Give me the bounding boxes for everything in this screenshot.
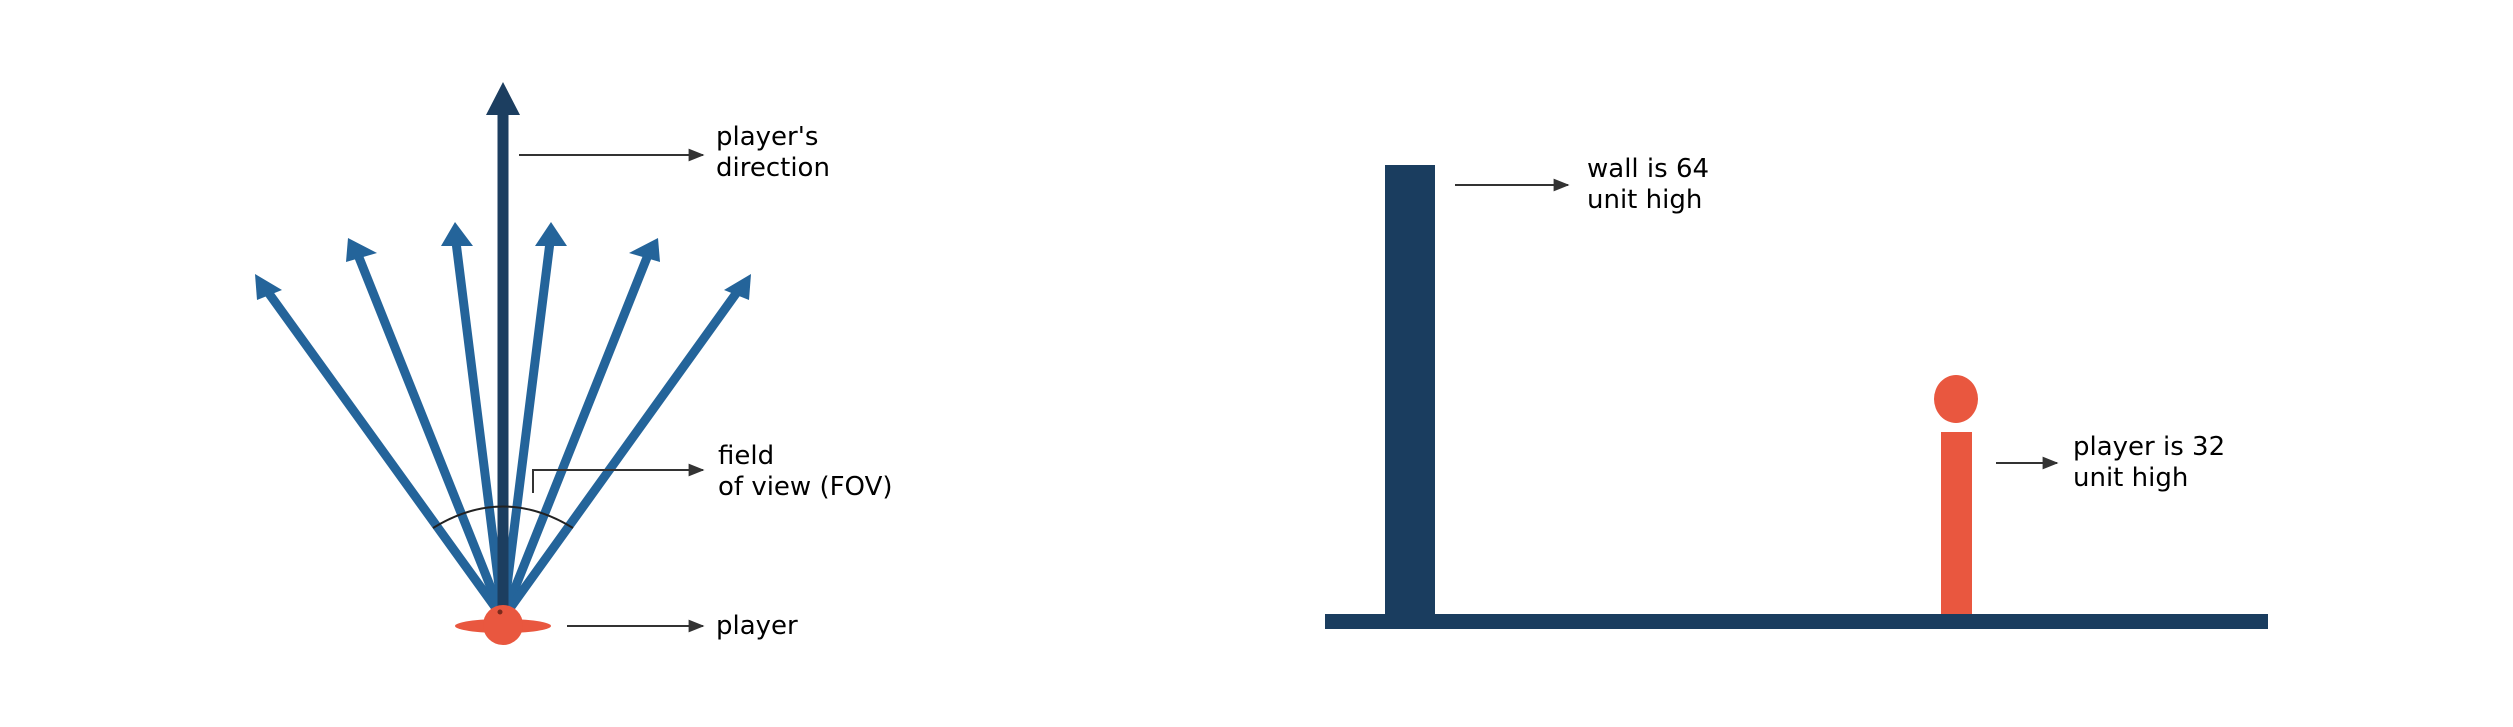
wall-label-line-2: unit high	[1587, 185, 1702, 215]
player-head	[1934, 375, 1978, 423]
player-label: player	[716, 611, 798, 641]
arrowhead-left-1	[441, 222, 473, 246]
player-body	[483, 605, 523, 645]
player-body-side	[1941, 432, 1972, 614]
ray-right-1	[498, 241, 555, 619]
ray-arrowheads	[255, 82, 751, 300]
fov-label-line-1: field	[718, 441, 774, 471]
direction-label-line-1: player's	[716, 122, 818, 152]
ray-right-2	[498, 253, 653, 620]
arrowhead-left-2	[346, 238, 377, 262]
top-down-view: player's direction field of view (FOV) p…	[255, 82, 893, 645]
direction-label-line-2: direction	[716, 153, 830, 183]
arrowhead-right-1	[535, 222, 567, 246]
player-top-view	[455, 605, 551, 645]
player-side-view	[1934, 375, 1978, 614]
fov-label: field of view (FOV)	[718, 441, 893, 502]
direction-label: player's direction	[716, 122, 830, 183]
player-height-label-line-1: player is 32	[2073, 432, 2225, 462]
fov-label-line-2: of view (FOV)	[718, 472, 893, 502]
ray-left-3	[261, 285, 507, 621]
ray-left-2	[353, 253, 508, 620]
wall	[1385, 165, 1435, 618]
wall-label-line-1: wall is 64	[1587, 154, 1709, 184]
side-view: wall is 64 unit high player is 32 unit h…	[1325, 154, 2268, 629]
arrowhead-left-3	[255, 274, 282, 300]
player-height-label-line-2: unit high	[2073, 463, 2188, 493]
floor	[1325, 614, 2268, 629]
arrowhead-right-2	[629, 238, 660, 262]
ray-right-3	[499, 285, 744, 621]
fov-rays	[261, 112, 744, 621]
wall-label: wall is 64 unit high	[1587, 154, 1717, 215]
player-height-label: player is 32 unit high	[2073, 432, 2233, 493]
player-dot	[497, 609, 503, 615]
fov-arc	[432, 505, 574, 529]
arrowhead-right-3	[724, 274, 751, 300]
fov-pointer	[532, 463, 705, 493]
arrowhead-direction	[486, 82, 520, 115]
ray-left-1	[451, 241, 508, 619]
